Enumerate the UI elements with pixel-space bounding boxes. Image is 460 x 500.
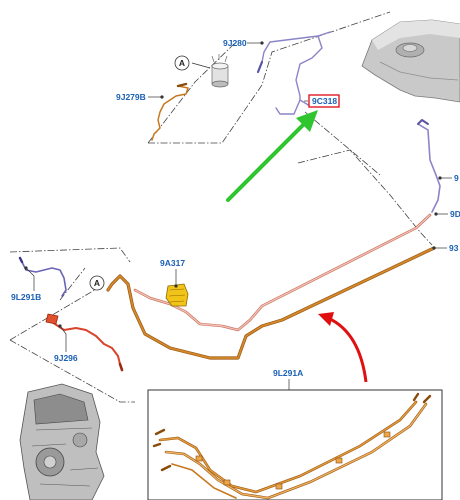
- leader-dot: [58, 324, 62, 328]
- small-orange-connector: [176, 82, 188, 88]
- fuel-tank: [361, 19, 460, 103]
- leader-dot: [434, 212, 438, 216]
- inset-clip: [383, 431, 391, 438]
- green-arrow-head: [296, 110, 318, 132]
- left-diagonal-boundary: [9, 287, 99, 341]
- leader-dot: [174, 284, 178, 288]
- inset-pipe-right-connectors: [412, 392, 432, 404]
- left-purple-line: [21, 261, 67, 297]
- pipes: [18, 31, 441, 372]
- leader-dot: [160, 95, 164, 99]
- yellow-bracket-ribs: [168, 288, 186, 303]
- part-label-9j296[interactable]: 9J296: [54, 353, 78, 363]
- engine-detail-lines: [31, 427, 99, 487]
- part-label-9j280[interactable]: 9J280: [223, 38, 247, 48]
- fuel-tank-seam: [379, 61, 459, 81]
- right-purple-line: [417, 123, 441, 213]
- part-label-9l291a[interactable]: 9L291A: [273, 368, 303, 378]
- leader-filter: [191, 62, 211, 69]
- callout-circle: [89, 275, 105, 291]
- upper-boundary-line: [148, 11, 391, 144]
- inset-detail-box: [147, 389, 443, 500]
- engine-pulley-hub: [43, 455, 57, 469]
- red-arrow-head: [318, 312, 334, 326]
- part-label-9j279b[interactable]: 9J279B: [116, 92, 146, 102]
- top-purple-connector: [256, 60, 264, 74]
- small-orange-line: [151, 85, 189, 141]
- part-label-right-3[interactable]: 93: [449, 243, 459, 253]
- red-arrow-shaft: [327, 316, 368, 383]
- engine-idler: [72, 432, 88, 448]
- tank-to-pipe-boundary: [297, 149, 433, 246]
- red-line-end: [118, 362, 124, 372]
- left-short-boundary: [59, 267, 86, 301]
- leader-dot: [432, 246, 436, 250]
- red-line: [51, 321, 121, 365]
- callout-letter: A: [94, 278, 100, 288]
- fuel-filter-bottom: [211, 80, 229, 88]
- callout-letter: A: [179, 58, 185, 68]
- inset-clip: [195, 455, 203, 462]
- pink-supply-line: [134, 214, 431, 331]
- boundary-lines: [9, 11, 433, 403]
- red-line-clip: [45, 313, 59, 325]
- callout-a-top: A: [174, 55, 190, 71]
- callout-circle: [174, 55, 190, 71]
- fuel-filter-ports: [211, 54, 228, 63]
- leader-lines: [25, 42, 452, 390]
- yellow-bracket-body: [165, 283, 189, 307]
- green-arrow-shaft: [226, 120, 308, 202]
- part-label-right-2[interactable]: 9D: [450, 209, 460, 219]
- engine: [19, 383, 105, 500]
- inset-clip: [275, 483, 283, 490]
- part-label-9l291b[interactable]: 9L291B: [11, 292, 41, 302]
- fuel-filter: [211, 54, 229, 88]
- part-label-9a317[interactable]: 9A317: [160, 258, 185, 268]
- right-purple-connector: [417, 119, 429, 125]
- leader-dots: [24, 41, 442, 328]
- inset-frame: [147, 389, 443, 500]
- inset-pipe-connectors: [152, 428, 172, 472]
- leader-dot: [260, 41, 264, 45]
- inset-clip: [223, 479, 231, 486]
- inner-boundary-line: [304, 111, 381, 176]
- engine-head: [33, 393, 89, 425]
- callout-a-left: A: [89, 275, 105, 291]
- leader-9l291b: [25, 267, 35, 291]
- part-label-right-1[interactable]: 9: [454, 173, 459, 183]
- fuel-tank-highlight: [372, 20, 460, 50]
- upper-left-boundary-line: [147, 41, 237, 144]
- fuel-filter-top: [211, 62, 229, 70]
- left-purple-connector: [18, 256, 24, 264]
- inset-pipe-3: [171, 463, 237, 499]
- left-bottom-boundary: [9, 339, 135, 403]
- left-top-boundary-line: [9, 247, 131, 263]
- inset-pipes: [152, 392, 432, 500]
- leader-dot: [24, 266, 28, 270]
- part-label-9c318[interactable]: 9C318: [312, 96, 337, 106]
- inset-pipe-2: [165, 403, 427, 499]
- fuel-tank-pump-cap: [402, 44, 418, 52]
- inset-clip: [335, 457, 343, 464]
- main-orange-line: [107, 247, 435, 359]
- red-curved-arrow: [318, 312, 368, 383]
- inset-clips: [195, 431, 391, 490]
- inset-pipe-1: [159, 401, 417, 493]
- green-pointer-arrow: [226, 110, 318, 202]
- leader-dot: [438, 176, 442, 180]
- leader-9j296: [59, 325, 67, 352]
- highlight-box-9c318: [308, 94, 340, 108]
- yellow-bracket: [165, 283, 189, 307]
- top-purple-lower: [275, 99, 301, 115]
